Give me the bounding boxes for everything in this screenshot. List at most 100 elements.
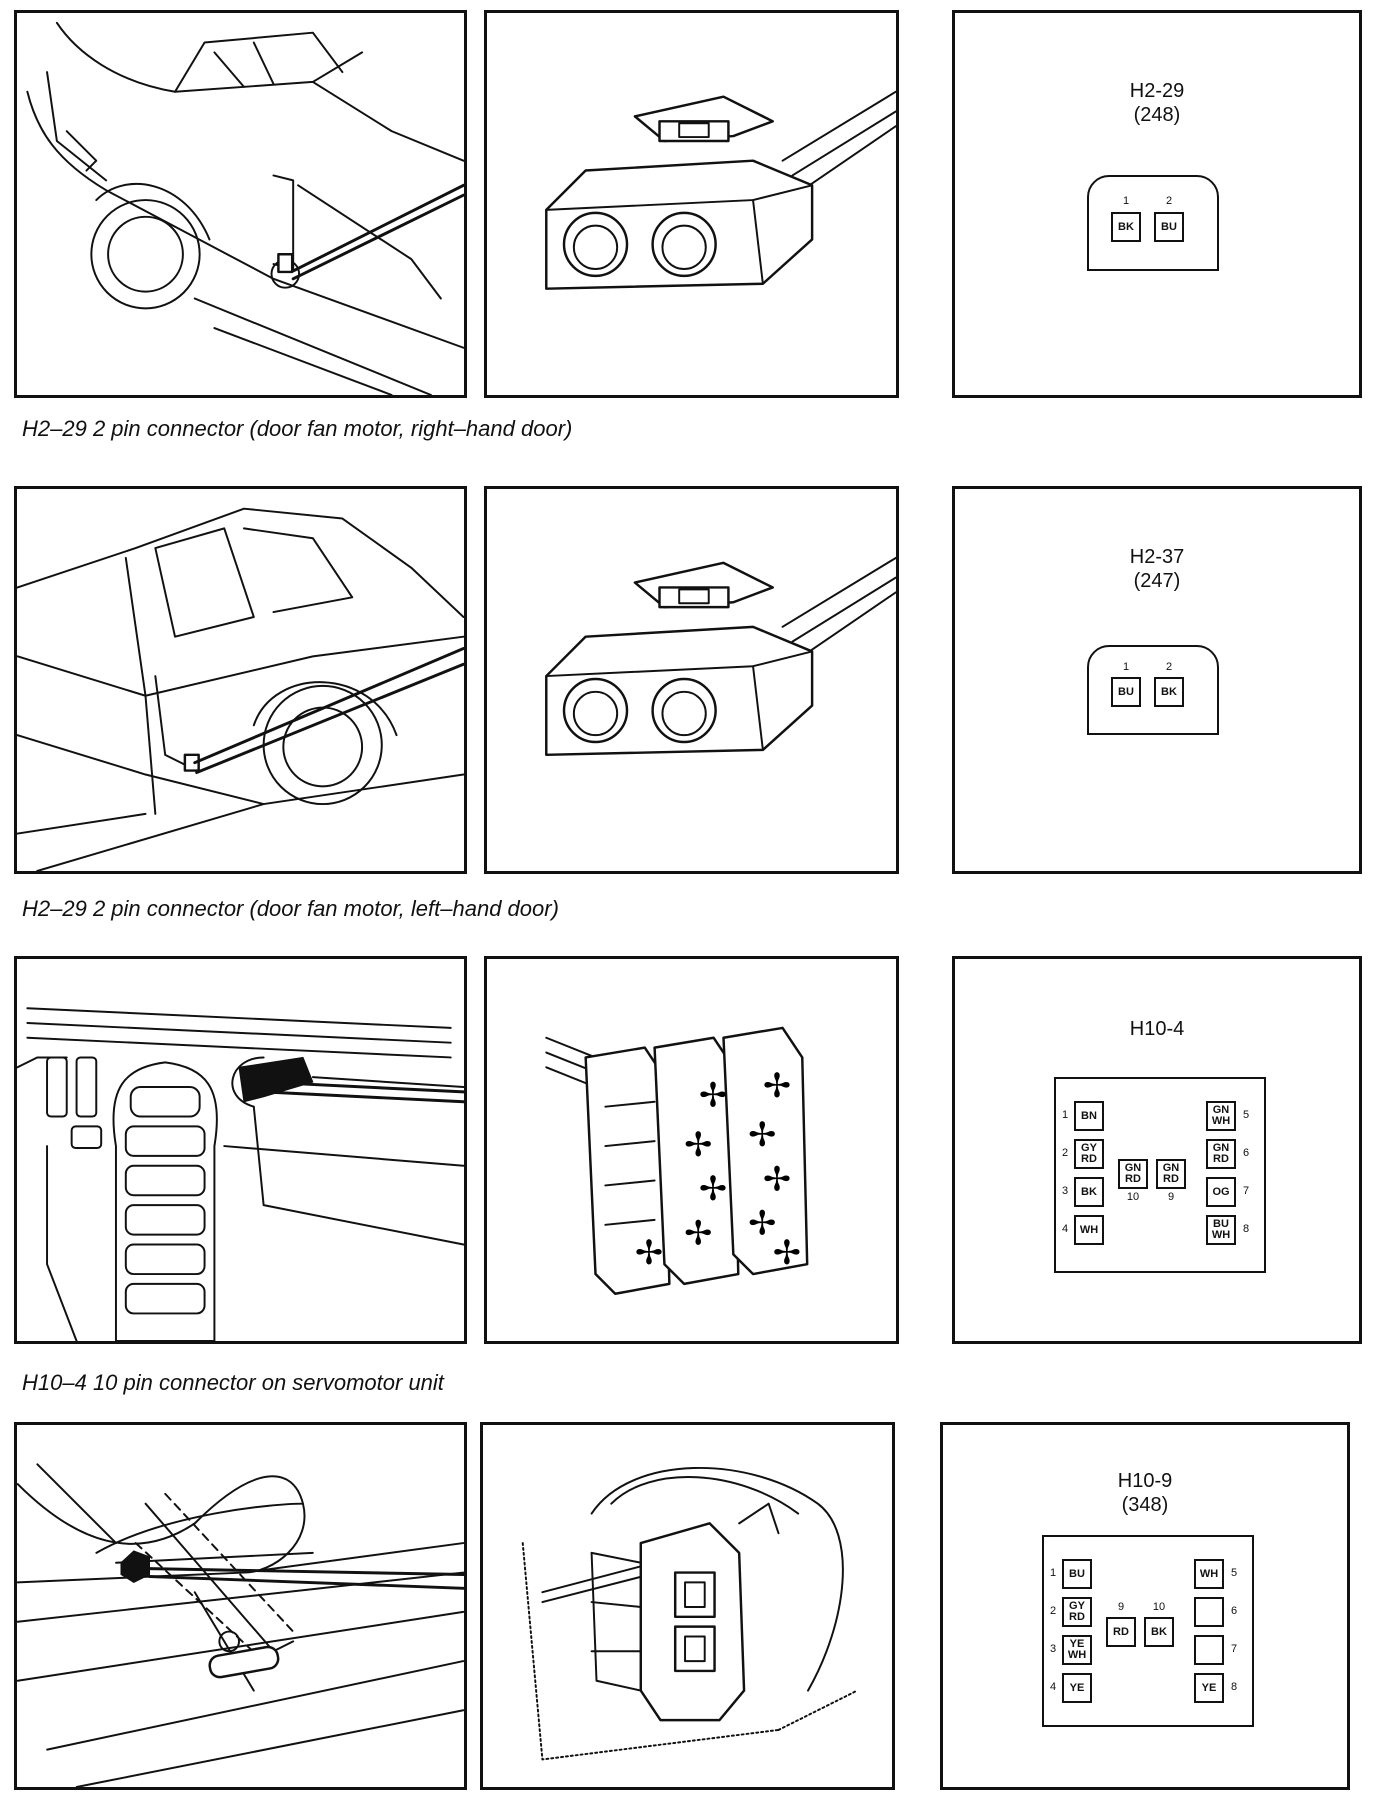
pin-cell: BK: [1074, 1177, 1104, 1207]
svg-text:✢: ✢: [748, 1115, 776, 1154]
pin-cell: BK: [1154, 677, 1184, 707]
pin-number: 2: [1061, 1147, 1069, 1159]
vehicle-location-view-1: [14, 10, 467, 398]
pin-number: 9: [1117, 1601, 1125, 1613]
pinout-panel-2: H2-37 (247) 1 2 BU BK: [952, 486, 1362, 874]
car-rear-left-illustration: [17, 507, 464, 871]
pin-color: OG: [1212, 1185, 1230, 1198]
pin-color: YE: [1069, 1681, 1085, 1694]
vehicle-location-view-2: [14, 486, 467, 874]
svg-text:✢: ✢: [763, 1159, 791, 1198]
pin-number: 2: [1165, 661, 1173, 673]
vehicle-location-view-3: [14, 956, 467, 1344]
pinout-title: H10-9: [1117, 1470, 1173, 1492]
pin-number: 10: [1126, 1191, 1140, 1203]
seat-area-illustration: [17, 1463, 464, 1787]
pin-number: 4: [1061, 1223, 1069, 1235]
pin-cell: BU: [1062, 1559, 1092, 1589]
svg-text:✢: ✢: [763, 1066, 791, 1105]
pin-number: 9: [1167, 1191, 1175, 1203]
ten-pin-connector-detail-illustration: [521, 1466, 859, 1761]
car-rear-right-illustration: [26, 21, 464, 395]
pin-number: 2: [1049, 1605, 1057, 1617]
pin-number: 5: [1230, 1567, 1238, 1579]
pin-cell: RD: [1106, 1617, 1136, 1647]
pin-cell: WH: [1194, 1559, 1224, 1589]
pin-color: BU: [1118, 685, 1134, 698]
row-caption: H2–29 2 pin connector (door fan motor, r…: [22, 416, 573, 441]
svg-text:✢: ✢: [684, 1214, 712, 1253]
pin-number: 6: [1242, 1147, 1250, 1159]
row-caption: H10–4 10 pin connector on servomotor uni…: [22, 1370, 444, 1395]
svg-text:✢: ✢: [699, 1169, 727, 1208]
pin-number: 7: [1230, 1643, 1238, 1655]
pinout-housing: 1 2 BK BU: [1087, 175, 1219, 271]
pin-color: BK: [1161, 685, 1177, 698]
pin-cell: BK: [1144, 1617, 1174, 1647]
pin-color: WH: [1079, 1223, 1099, 1236]
svg-text:✢: ✢: [773, 1233, 801, 1272]
pin-number: 7: [1242, 1185, 1250, 1197]
two-pin-connector-illustration: [545, 556, 896, 757]
pin-number: 6: [1230, 1605, 1238, 1617]
svg-text:✢: ✢: [748, 1204, 776, 1243]
pin-number: 8: [1242, 1223, 1250, 1235]
pin-color: BK: [1118, 220, 1134, 233]
pin-color: YE: [1201, 1681, 1217, 1694]
connector-view-1: [484, 10, 899, 398]
pinout-code: (247): [1133, 570, 1181, 592]
pin-cell: BN: [1074, 1101, 1104, 1131]
pin-color: BU: [1069, 1567, 1085, 1580]
connector-view-2: [484, 486, 899, 874]
pin-number: 4: [1049, 1681, 1057, 1693]
pin-number: 3: [1049, 1643, 1057, 1655]
pin-cell: [1194, 1597, 1224, 1627]
row-caption: H2–29 2 pin connector (door fan motor, l…: [22, 896, 559, 921]
connector-view-4: [480, 1422, 895, 1790]
ten-pin-connector-illustration: ✢ ✢ ✢ ✢ ✢ ✢ ✢ ✢ ✢ ✢: [545, 1026, 809, 1295]
two-pin-connector-illustration: [545, 90, 896, 290]
pin-number: 1: [1061, 1109, 1069, 1121]
svg-text:✢: ✢: [699, 1076, 727, 1115]
pin-cell: [1194, 1635, 1224, 1665]
svg-text:✢: ✢: [635, 1233, 663, 1272]
pin-color: BK: [1151, 1625, 1167, 1638]
svg-text:✢: ✢: [684, 1125, 712, 1164]
pin-cell: BK: [1111, 212, 1141, 242]
pin-number: 8: [1230, 1681, 1238, 1693]
vehicle-location-view-4: [14, 1422, 467, 1790]
pin-number: 1: [1122, 661, 1130, 673]
pin-number: 10: [1152, 1601, 1166, 1613]
pin-cell: BU: [1154, 212, 1184, 242]
pinout-title: H10-4: [1129, 1018, 1185, 1040]
pin-color: BK: [1081, 1185, 1097, 1198]
pin-cell: OG: [1206, 1177, 1236, 1207]
pin-number: 5: [1242, 1109, 1250, 1121]
pin-cell: YE: [1194, 1673, 1224, 1703]
pin-number: 3: [1061, 1185, 1069, 1197]
connector-view-3: ✢ ✢ ✢ ✢ ✢ ✢ ✢ ✢ ✢ ✢: [484, 956, 899, 1344]
pinout-panel-1: H2-29 (248) 1 2 BK BU: [952, 10, 1362, 398]
pin-color: RD: [1113, 1625, 1129, 1638]
pin-cell: BU: [1111, 677, 1141, 707]
pinout-title: H2-29: [1129, 80, 1185, 102]
pinout-code: (348): [1121, 1494, 1169, 1516]
pin-color: WH: [1199, 1567, 1219, 1580]
